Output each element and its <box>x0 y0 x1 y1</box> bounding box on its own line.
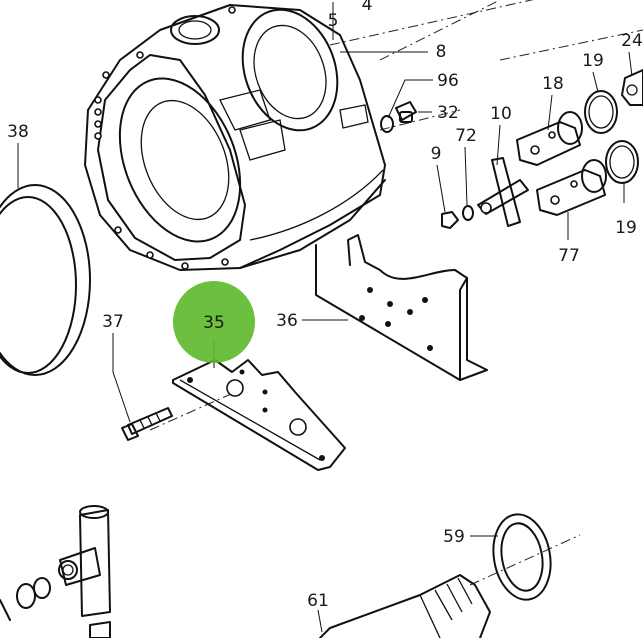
plug-32-part[interactable] <box>395 101 417 123</box>
callout-72[interactable]: 72 <box>455 126 477 146</box>
callout-labels: 4 5 8 96 32 38 19 24 18 10 72 9 19 77 37… <box>7 0 643 611</box>
valve-assembly-part[interactable] <box>0 505 111 638</box>
o-ring-19b-part[interactable] <box>605 140 639 184</box>
bracket-35-part[interactable] <box>172 359 346 471</box>
callout-5[interactable]: 5 <box>328 11 339 31</box>
part-35-highlight[interactable]: 35 <box>173 281 255 363</box>
callout-19-upper[interactable]: 19 <box>582 51 604 71</box>
callout-77[interactable]: 77 <box>558 246 580 266</box>
callout-37[interactable]: 37 <box>102 312 124 332</box>
ring-96-part[interactable] <box>380 115 394 133</box>
gearbox-housing-part[interactable] <box>84 0 386 271</box>
assembly-axis-lines <box>149 0 643 586</box>
callout-59[interactable]: 59 <box>443 527 465 547</box>
callout-24[interactable]: 24 <box>621 31 643 51</box>
splined-shaft-61-part[interactable] <box>319 574 491 638</box>
callout-10[interactable]: 10 <box>490 104 512 124</box>
pivot-block-77-part[interactable] <box>536 159 607 216</box>
callout-8[interactable]: 8 <box>436 42 447 62</box>
callout-9[interactable]: 9 <box>431 144 442 164</box>
o-ring-38-part[interactable] <box>0 184 91 376</box>
fitting-24-part[interactable] <box>621 69 643 106</box>
callout-36[interactable]: 36 <box>276 311 298 331</box>
bolt-37-part[interactable] <box>121 407 173 441</box>
callout-32[interactable]: 32 <box>437 103 459 123</box>
shaft-10-part[interactable] <box>477 157 529 227</box>
pivot-block-18-part[interactable] <box>516 111 583 166</box>
callout-19-lower[interactable]: 19 <box>615 218 637 238</box>
callout-4[interactable]: 4 <box>362 0 373 15</box>
callout-61[interactable]: 61 <box>307 591 329 611</box>
washer-72-part[interactable] <box>462 205 474 221</box>
leader-lines <box>17 2 633 633</box>
callout-38[interactable]: 38 <box>7 122 29 142</box>
nut-9-part[interactable] <box>441 211 459 229</box>
callout-35-label: 35 <box>203 313 225 333</box>
bracket-36-part[interactable] <box>315 234 488 381</box>
o-ring-19a-part[interactable] <box>584 90 618 134</box>
seal-ring-59-part[interactable] <box>487 510 557 604</box>
callout-96[interactable]: 96 <box>437 71 459 91</box>
callout-18[interactable]: 18 <box>542 74 564 94</box>
